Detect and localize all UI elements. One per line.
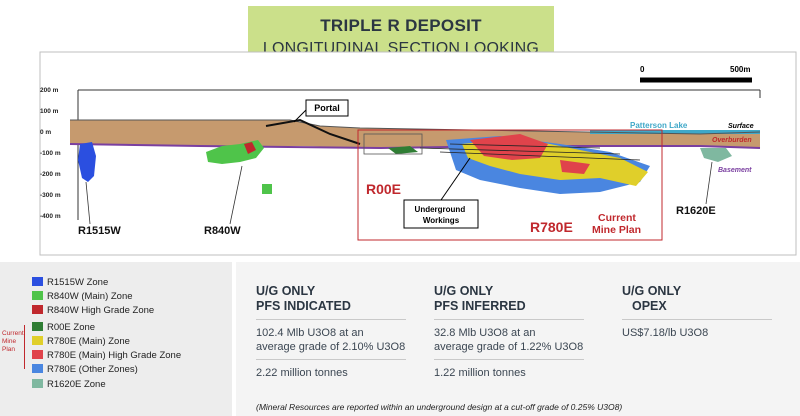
stats-panel: U/G ONLY PFS INDICATED 102.4 Mlb U3O8 at…: [236, 262, 800, 416]
workings-label-line: Workings: [423, 216, 460, 225]
overburden-label: Overburden: [712, 137, 752, 144]
zone-r840w-hg: [244, 142, 256, 154]
opex-head-1: U/G ONLY: [622, 284, 682, 298]
zone-label-r780e: R780E: [530, 219, 573, 235]
inferred-head-1: U/G ONLY: [434, 284, 494, 298]
current-mine-plan-label: Current Mine Plan: [592, 212, 641, 236]
legend-swatch: [32, 277, 43, 286]
mine-plan-box: [357, 129, 663, 241]
elev-label: 200 m: [40, 87, 59, 94]
zone-r780e-hg: [470, 134, 548, 160]
zone-r00e: [388, 146, 418, 154]
legend-swatch: [32, 379, 43, 388]
scale-start-label: 0: [640, 65, 645, 74]
legend-swatch: [32, 291, 43, 300]
patterson-lake-label: Patterson Lake: [630, 121, 688, 130]
legend-item-r780e-hg: R780E (Main) High Grade Zone: [32, 350, 181, 364]
scale-end-label: 500m: [730, 65, 750, 74]
zone-label-r1620e: R1620E: [676, 205, 716, 217]
elev-label: -200 m: [40, 171, 61, 178]
portal-label: Portal: [314, 103, 340, 113]
legend-swatch: [32, 350, 43, 359]
portal-decline: [265, 118, 361, 145]
longitudinal-section: 0 500m 200 m 100 m 0 m -100 m -200 m -30…: [0, 48, 800, 258]
zone-label-r1515w: R1515W: [78, 225, 121, 237]
legend-panel: R1515W Zone R840W (Main) Zone R840W High…: [0, 262, 232, 416]
indicated-line-1: 102.4 Mlb U3O8 at an: [256, 327, 364, 339]
legend-current-mine-plan-label: Current Mine Plan: [2, 330, 24, 353]
legend-item-r1515w: R1515W Zone: [32, 277, 108, 291]
inferred-line-1: 32.8 Mlb U3O8 at an: [434, 327, 536, 339]
elev-label: -400 m: [40, 213, 61, 220]
current-mine-plan-bracket: [24, 325, 25, 369]
legend-item-r840w-hg: R840W High Grade Zone: [32, 305, 154, 319]
legend-item-r780e-main: R780E (Main) Zone: [32, 336, 130, 350]
section-diagram: 0 500m 200 m 100 m 0 m -100 m -200 m -30…: [39, 51, 797, 256]
elev-label: 0 m: [40, 129, 51, 136]
opex-head-2: OPEX: [632, 299, 667, 313]
zone-label-r840w: R840W: [204, 225, 241, 237]
indicated-line-3: 2.22 million tonnes: [256, 367, 348, 379]
underground-label-line: Underground: [415, 205, 466, 214]
opex-line-1: US$7.18/lb U3O8: [622, 327, 709, 339]
legend-swatch: [32, 364, 43, 373]
zone-r1620e: [700, 148, 732, 162]
zone-label-r00e: R00E: [366, 181, 401, 197]
indicated-line-2: average grade of 2.10% U3O8: [256, 341, 406, 353]
deposit-title: TRIPLE R DEPOSIT: [320, 16, 482, 35]
legend-item-r00e: R00E Zone: [32, 322, 95, 336]
legend-item-r780e-other: R780E (Other Zones): [32, 364, 138, 378]
indicated-head-2: PFS INDICATED: [256, 299, 351, 313]
basement-label: Basement: [718, 167, 752, 174]
legend-swatch: [32, 305, 43, 314]
patterson-lake: [590, 130, 760, 134]
mine-plan-label-line: Mine Plan: [592, 224, 641, 236]
elev-label: -300 m: [40, 192, 61, 199]
underground-workings-lines: [419, 143, 641, 161]
legend-swatch: [32, 322, 43, 331]
legend-item-r1620e: R1620E Zone: [32, 379, 106, 393]
inferred-line-2: average grade of 1.22% U3O8: [434, 341, 584, 353]
inferred-head-2: PFS INFERRED: [434, 299, 526, 313]
surface-line: [70, 119, 761, 135]
elev-label: 100 m: [40, 108, 59, 115]
inferred-line-3: 1.22 million tonnes: [434, 367, 526, 379]
footnote: (Mineral Resources are reported within a…: [256, 402, 623, 412]
current-label-line: Current: [598, 212, 636, 224]
indicated-head-1: U/G ONLY: [256, 284, 316, 298]
elev-label: -100 m: [40, 150, 61, 157]
zone-r1515w: [78, 142, 96, 182]
underground-workings-label: Underground Workings: [415, 205, 468, 225]
surface-label: Surface: [728, 123, 754, 130]
legend-swatch: [32, 336, 43, 345]
legend-item-r840w-main: R840W (Main) Zone: [32, 291, 133, 305]
portal-callout-box: [305, 99, 349, 117]
